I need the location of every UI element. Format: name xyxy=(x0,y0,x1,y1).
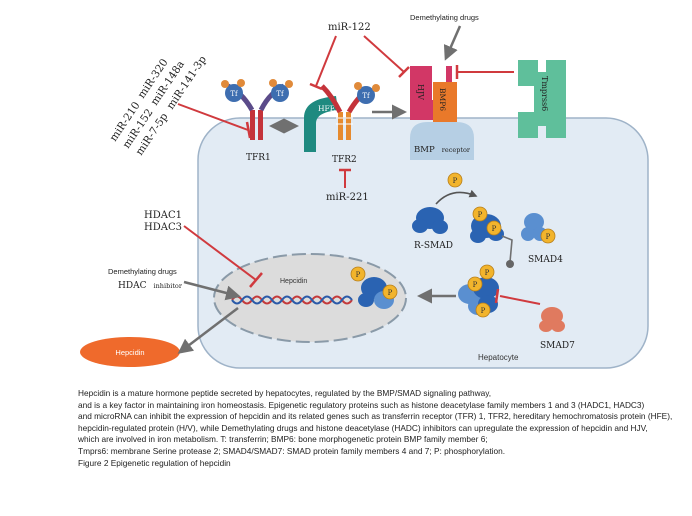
hepcidin-secreted-label: Hepcidin xyxy=(115,348,144,357)
complex-p1-label: P xyxy=(485,269,490,277)
caption-line-5: which are involved in iron metabolism. T… xyxy=(78,434,488,445)
bmp6-protein xyxy=(433,82,457,122)
caption-line-4: hepcidin-regulated protein (H/V), while … xyxy=(78,422,648,433)
tfr2-label: TFR2 xyxy=(332,155,357,165)
arrow-drugs-to-hepcidin xyxy=(183,280,241,301)
mir221-label: miR-221 xyxy=(326,192,369,203)
rsmad-phosphorylated xyxy=(470,206,504,243)
tfr1-receptor xyxy=(221,79,293,140)
phospho-free-label: P xyxy=(453,177,458,185)
dna-helix xyxy=(231,295,353,305)
tfr1-label: TFR1 xyxy=(246,153,271,163)
smad-complex-nucleus xyxy=(350,266,398,309)
bmp6-label: BMP6 xyxy=(438,88,447,111)
bmp-receptor xyxy=(410,122,474,160)
rsmad-p2-label: P xyxy=(492,225,497,233)
smad4 xyxy=(521,213,556,244)
arrow-phosphorylation xyxy=(435,189,478,205)
hepcidin-secreted xyxy=(80,337,180,367)
smad4-p-label: P xyxy=(546,233,551,241)
smad7 xyxy=(539,307,565,332)
inhibit-mir122-to-hjv xyxy=(363,35,405,73)
mirna-left-group: miR-210 miR-320 miR-152 miR-148a miR-7-5… xyxy=(108,54,210,158)
hepcidin-regulation-diagram: Hepatocyte Hepcidin Hepcidin miR-210 miR… xyxy=(80,13,649,369)
inhibit-hdac-to-hepcidin xyxy=(183,225,257,281)
tf-label-1: Tf xyxy=(230,90,239,98)
caption-line-6: Tmprs6: membrane Serine protease 2; SMAD… xyxy=(78,445,506,456)
hepcidin-nucleus-label: Hepcidin xyxy=(280,278,307,285)
bmp-receptor-label: BMP receptor xyxy=(414,137,471,156)
tmprss6-label: Tmprss6 xyxy=(540,76,549,111)
smad7-label: SMAD7 xyxy=(540,341,575,351)
hepatocyte-label: Hepatocyte xyxy=(478,353,519,362)
smad-complex xyxy=(458,264,499,318)
complex-p3-label: P xyxy=(481,307,486,315)
caption-line-7: Figure 2 Epigenetic regulation of hepcid… xyxy=(78,457,231,468)
hjv-label: HJV xyxy=(416,84,425,100)
arrow-dna-to-hepcidin xyxy=(177,307,239,354)
caption-line-2: and is a key factor in maintaining iron … xyxy=(78,399,645,410)
nucleus-p2-label: P xyxy=(388,289,393,297)
inhibit-mir122-to-hfe xyxy=(315,35,337,87)
tfr2-receptor xyxy=(320,82,380,140)
rsmad-p1-label: P xyxy=(478,211,483,219)
caption-line-1: Hepcidin is a mature hormone peptide sec… xyxy=(78,388,492,398)
hdac-inhibitor-label: HDAC inhibitor xyxy=(118,273,183,292)
smad4-label: SMAD4 xyxy=(528,255,563,265)
demethylating-left-label: Demethylating drugs xyxy=(108,267,177,276)
nucleus-p1-label: P xyxy=(356,271,361,279)
tf-label-2: Tf xyxy=(276,90,285,98)
rsmad-label: R-SMAD xyxy=(414,241,453,251)
phospho-free xyxy=(447,172,463,188)
demethylating-top-label: Demethylating drugs xyxy=(410,13,479,22)
arrow-rsmad-join xyxy=(501,235,513,263)
hdac1-label: HDAC1 xyxy=(144,210,182,221)
mir122-label: miR-122 xyxy=(328,22,371,33)
caption-line-3: and microRNA can inhibit the expression … xyxy=(78,411,673,422)
rsmad-inactive xyxy=(412,207,448,234)
inhibit-smad7-to-complex xyxy=(499,295,541,305)
hfe-label: HFE xyxy=(318,104,335,113)
tmprss6-protein xyxy=(518,60,566,138)
complex-p2-label: P xyxy=(473,281,478,289)
tf-label-3: Tf xyxy=(362,92,371,100)
figure-caption: Hepcidin is a mature hormone peptide sec… xyxy=(78,388,678,469)
inhibit-mirna-to-tfr1 xyxy=(177,103,249,131)
hdac3-label: HDAC3 xyxy=(144,222,182,233)
arrow-demethylating-to-hjv xyxy=(443,25,462,61)
hfe-protein xyxy=(304,96,338,152)
